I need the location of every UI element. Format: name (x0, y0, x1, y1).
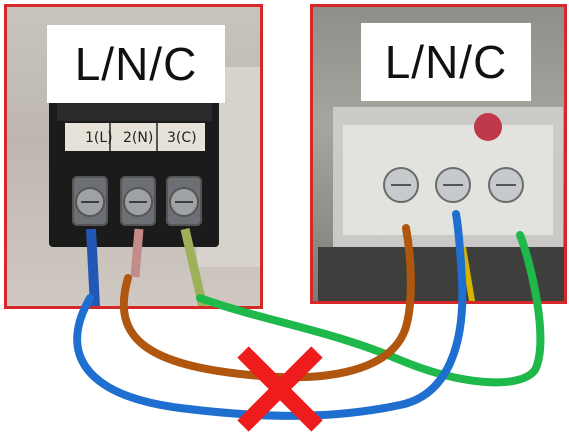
wiring-diagram-overlay (0, 0, 569, 437)
